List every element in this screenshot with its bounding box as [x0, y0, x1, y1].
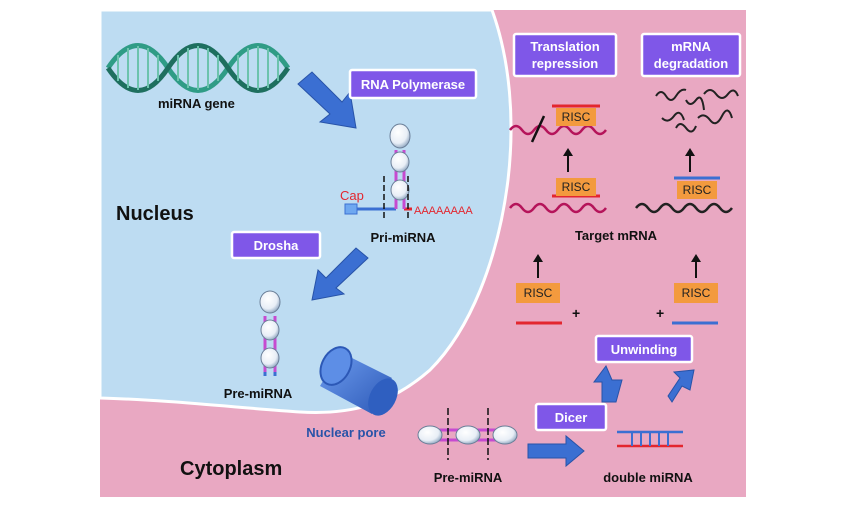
arrow-dicer-icon: [527, 434, 585, 468]
risc-passenger-complex: RISC +: [656, 254, 718, 325]
arrow-unwinding-left-icon: [593, 365, 623, 403]
nucleus-label: Nucleus: [116, 203, 194, 225]
double-mirna-duplex-icon: [617, 430, 683, 448]
mrna-degradation-line1: mRNA: [671, 39, 711, 54]
mirna-gene-helix-icon: [105, 43, 291, 93]
target-mrna-right: RISC: [635, 176, 733, 214]
pre-mirna-nucleus-hairpin-icon: [259, 290, 281, 376]
double-mirna-label: double miRNA: [603, 470, 693, 485]
rna-polymerase-label: RNA Polymerase: [361, 77, 465, 92]
mrna-degradation-step: mRNA degradation: [640, 32, 742, 78]
poly-a-label: AAAAAAAA: [414, 205, 473, 217]
arrow-unwinding-right-icon: [667, 369, 695, 403]
degraded-mrna-fragments-icon: [655, 88, 739, 133]
mirna-gene-label: miRNA gene: [158, 96, 235, 111]
drosha-step: Drosha: [230, 230, 322, 260]
unwinding-step: Unwinding: [594, 334, 694, 364]
pri-mirna-label: Pri-miRNA: [370, 230, 436, 245]
nuclear-pore-icon: [319, 346, 398, 416]
risc-target-left-label: RISC: [562, 180, 591, 194]
mrna-degradation-line2: degradation: [654, 56, 728, 71]
translation-repression-mrna: RISC: [509, 104, 607, 143]
target-mrna-label: Target mRNA: [575, 228, 658, 243]
arrow-transcription-icon: [297, 71, 357, 129]
drosha-label: Drosha: [254, 238, 300, 253]
risc-guide-complex: RISC +: [516, 254, 580, 325]
unwinding-label: Unwinding: [611, 342, 677, 357]
dicer-step: Dicer: [534, 402, 608, 432]
plus-passenger: +: [656, 305, 664, 321]
risc-target-right-label: RISC: [683, 183, 712, 197]
translation-repression-step: Translation repression: [512, 32, 618, 78]
risc-repression-label: RISC: [562, 110, 591, 124]
dicer-label: Dicer: [555, 410, 588, 425]
risc-passenger-label: RISC: [682, 286, 711, 300]
pri-mirna-hairpin-icon: [344, 123, 412, 218]
pre-mirna-nucleus-label: Pre-miRNA: [224, 386, 293, 401]
nucleus-region: [98, 8, 513, 414]
target-mrna-left: RISC: [509, 178, 607, 214]
plus-guide: +: [572, 305, 580, 321]
arrow-drosha-icon: [311, 247, 369, 301]
cytoplasm-label: Cytoplasm: [180, 458, 282, 480]
nuclear-pore-label: Nuclear pore: [306, 425, 385, 440]
rna-polymerase-step: RNA Polymerase: [348, 68, 478, 100]
pre-mirna-cytoplasm-hairpin-icon: [417, 408, 518, 460]
translation-repression-line1: Translation: [530, 39, 599, 54]
translation-repression-line2: repression: [532, 56, 599, 71]
risc-guide-label: RISC: [524, 286, 553, 300]
cap-label: Cap: [340, 188, 364, 203]
pre-mirna-cytoplasm-label: Pre-miRNA: [434, 470, 503, 485]
